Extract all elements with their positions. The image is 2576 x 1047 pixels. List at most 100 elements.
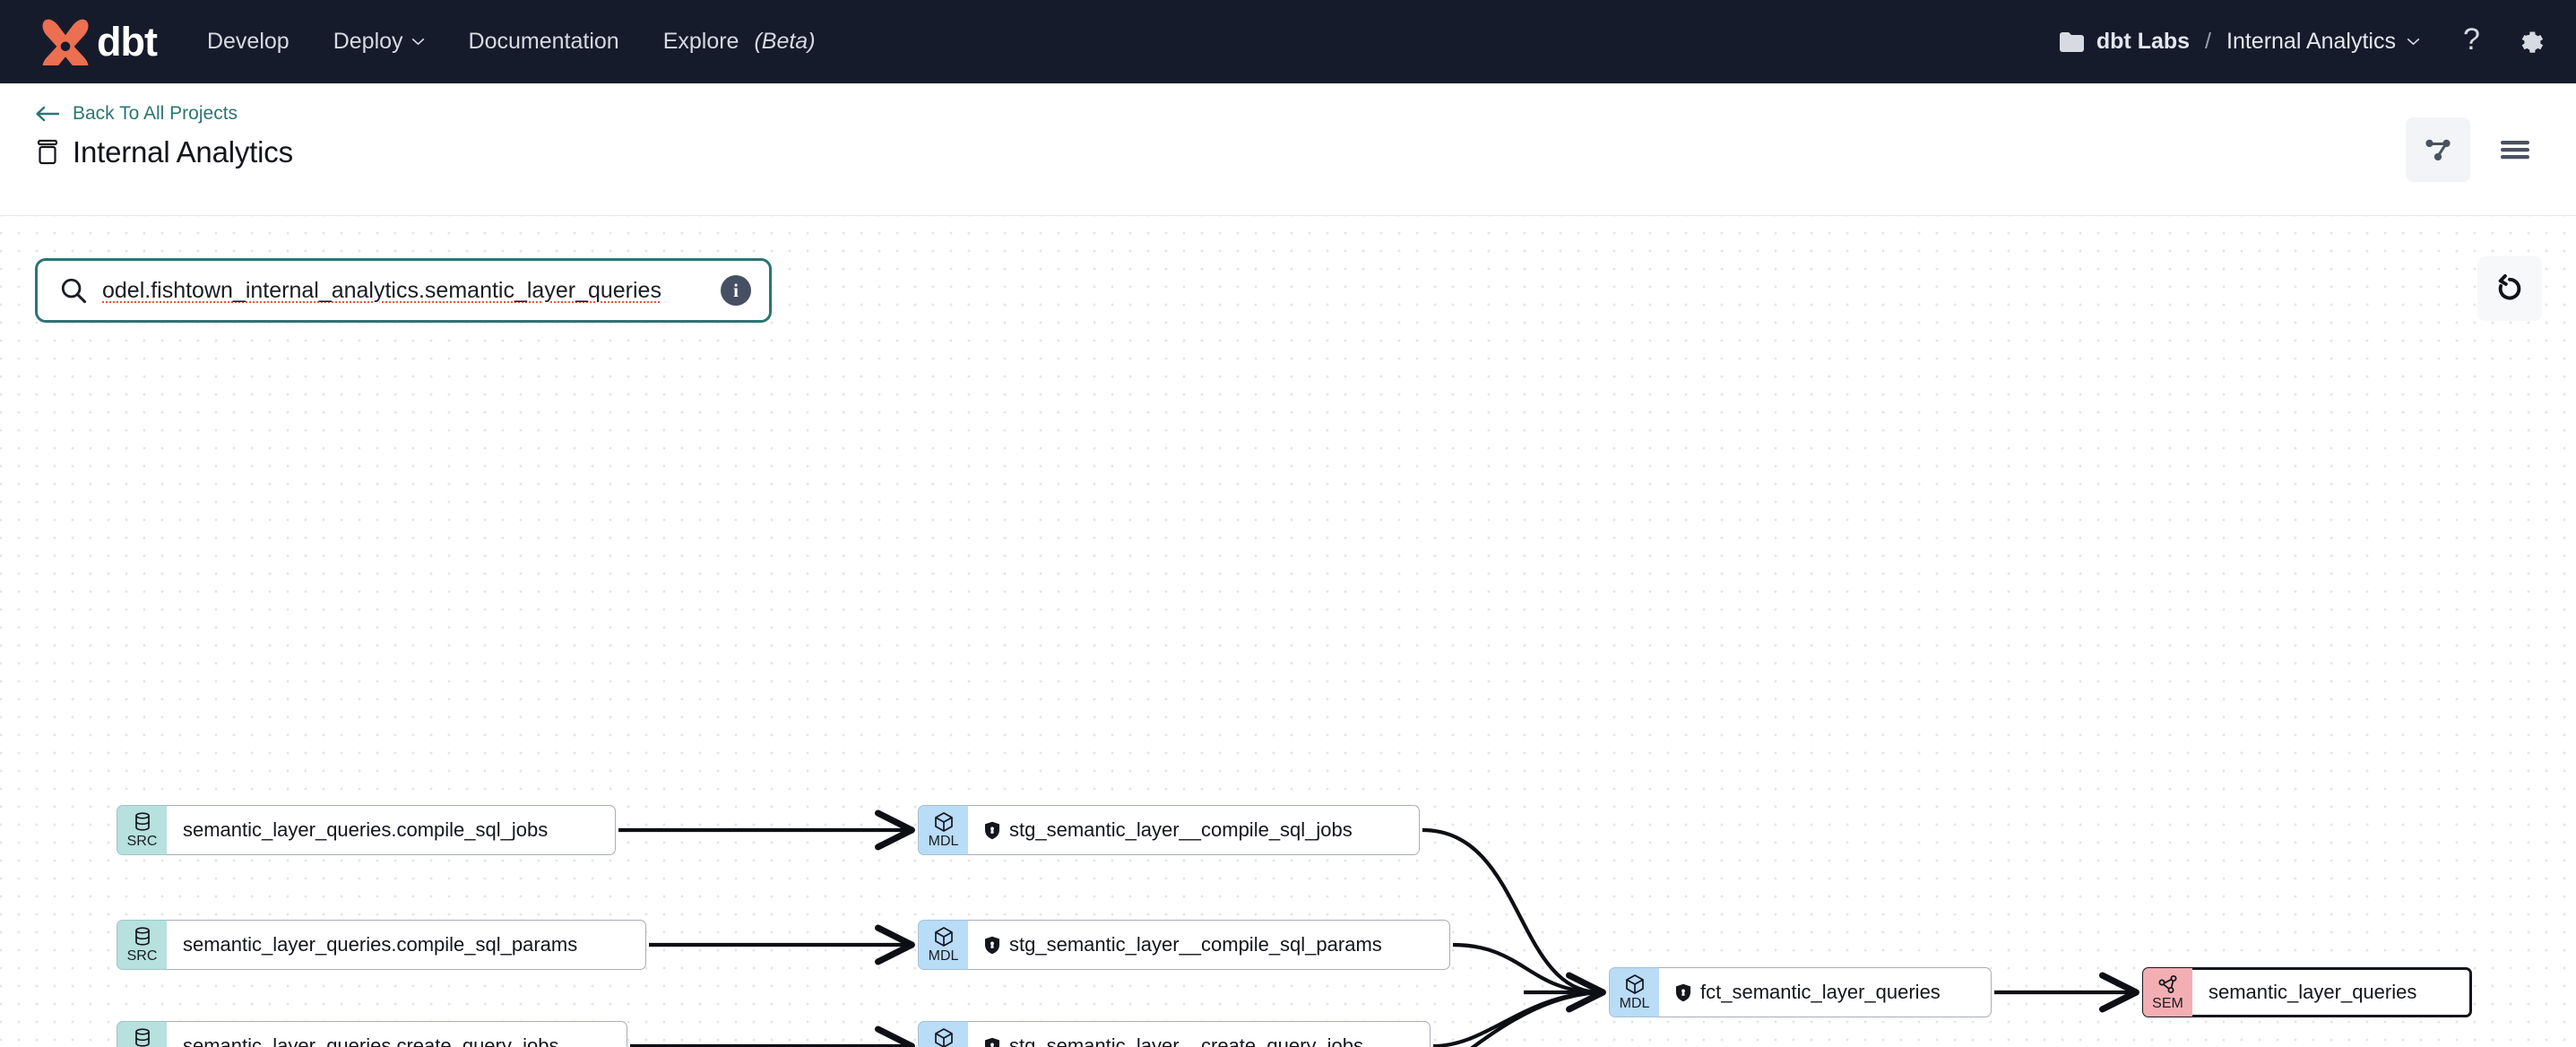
graph-node-src3[interactable]: SRC semantic_layer_queries.create_query_j… [117, 1021, 627, 1047]
node-access-shield [984, 821, 1000, 840]
graph-node-fct1[interactable]: MDL fct_semantic_layer_queries [1609, 967, 1992, 1017]
folder-icon [2059, 31, 2084, 52]
edge-mdl2-fct1 [1452, 942, 1601, 995]
node-body[interactable]: semantic_layer_queries [2192, 967, 2472, 1017]
list-view-button[interactable] [2483, 117, 2547, 182]
node-body[interactable]: fct_semantic_layer_queries [1659, 967, 1992, 1017]
node-type-label: SRC [126, 948, 158, 964]
node-type-badge-mdl: MDL [918, 805, 968, 855]
shield-lock-icon [985, 1037, 999, 1047]
node-type-badge-src: SRC [117, 805, 167, 855]
database-cylinder-icon [134, 812, 150, 831]
node-body[interactable]: semantic_layer_queries.compile_sql_param… [167, 920, 646, 970]
node-type-label: SRC [126, 834, 158, 849]
page-header: Back To All Projects Internal Analytics [0, 83, 2576, 216]
breadcrumb-organization[interactable]: dbt Labs [2059, 29, 2190, 55]
search-icon [61, 278, 87, 304]
node-type-badge-sem: SEM [2142, 967, 2192, 1017]
page-title: Internal Analytics [73, 135, 293, 169]
header-view-tools [2406, 117, 2547, 182]
node-type-badge-mdl: MDL [918, 920, 968, 970]
breadcrumb-project-selector[interactable]: Internal Analytics [2226, 29, 2420, 55]
semantic-network-icon [2158, 975, 2176, 993]
hamburger-list-icon [2501, 141, 2529, 160]
lineage-canvas[interactable]: odel.fishtown_internal_analytics.semanti… [0, 216, 2576, 1047]
dbt-x-mark-icon [42, 19, 89, 65]
search-info-icon[interactable]: i [721, 275, 751, 306]
question-mark-icon: ? [2463, 22, 2480, 56]
node-label: fct_semantic_layer_queries [1700, 981, 1941, 1003]
node-label: semantic_layer_queries.compile_sql_param… [183, 933, 578, 956]
graph-node-mdl2[interactable]: MDL stg_semantic_layer__compile_sql_param… [918, 920, 1450, 970]
chevron-down-icon [2407, 38, 2420, 46]
dbt-logo[interactable]: dbt [39, 19, 158, 65]
search-input[interactable]: odel.fishtown_internal_analytics.semanti… [102, 277, 661, 303]
node-label: stg_semantic_layer__compile_sql_params [1009, 933, 1382, 956]
database-cylinder-icon [134, 1028, 150, 1047]
graph-node-src1[interactable]: SRC semantic_layer_queries.compile_sql_jo… [117, 805, 616, 855]
breadcrumb-project-label: Internal Analytics [2226, 29, 2396, 54]
cube-model-icon [1625, 974, 1644, 994]
database-cylinder-icon [134, 927, 150, 946]
reset-view-button[interactable] [2477, 256, 2542, 321]
back-to-all-projects-link[interactable]: Back To All Projects [36, 103, 238, 125]
node-label: semantic_layer_queries.compile_sql_jobs [183, 818, 549, 841]
node-label: stg_semantic_layer__compile_sql_jobs [1009, 818, 1353, 841]
gear-icon[interactable] [2513, 24, 2544, 59]
dbt-wordmark: dbt [97, 19, 158, 65]
help-icon[interactable]: ? [2463, 22, 2486, 61]
node-body[interactable]: stg_semantic_layer__compile_sql_jobs [968, 805, 1420, 855]
nav-explore[interactable]: Explore (Beta) [662, 29, 816, 54]
nav-deploy[interactable]: Deploy [333, 29, 425, 55]
edge-mdl4-fct1 [1470, 990, 1601, 1047]
cube-model-icon [934, 1028, 953, 1047]
node-type-label: SEM [2152, 996, 2183, 1011]
graph-node-mdl3[interactable]: MDL stg_semantic_layer__create_query_jobs [918, 1021, 1431, 1047]
graph-node-src2[interactable]: SRC semantic_layer_queries.compile_sql_pa… [117, 920, 646, 970]
node-body[interactable]: stg_semantic_layer__compile_sql_params [968, 920, 1450, 970]
back-link-label: Back To All Projects [73, 103, 238, 124]
node-type-badge-mdl: MDL [918, 1021, 968, 1047]
node-type-label: MDL [928, 948, 959, 964]
node-access-shield [984, 1037, 1000, 1047]
breadcrumb-org-label: dbt Labs [2096, 29, 2191, 54]
breadcrumb-separator: / [2205, 29, 2211, 54]
project-title-row: Internal Analytics [36, 135, 2540, 169]
cube-model-icon [934, 927, 953, 947]
node-type-badge-src: SRC [117, 920, 167, 970]
svg-text:?: ? [2463, 22, 2480, 56]
node-label: stg_semantic_layer__create_query_jobs [1009, 1034, 1364, 1047]
lineage-graph: SRC semantic_layer_queries.compile_sql_jo… [0, 216, 2576, 1047]
node-access-shield [984, 936, 1000, 955]
shield-lock-icon [985, 936, 999, 954]
node-type-badge-src: SRC [117, 1021, 167, 1047]
node-body[interactable]: semantic_layer_queries.create_query_jobs [167, 1021, 627, 1047]
node-type-label: MDL [1619, 996, 1650, 1011]
chevron-down-icon [411, 38, 424, 46]
nav-right-cluster: dbt Labs / Internal Analytics ? [2059, 22, 2544, 61]
node-access-shield [1675, 983, 1691, 1002]
lineage-edges [618, 809, 2139, 1047]
graph-node-sem1[interactable]: SEM semantic_layer_queries [2142, 967, 2472, 1017]
main-nav-links: Develop Deploy Documentation Explore (Be… [207, 29, 816, 55]
lineage-graph-icon [2425, 139, 2451, 161]
node-body[interactable]: semantic_layer_queries.compile_sql_jobs [167, 805, 616, 855]
arrow-left-icon [36, 106, 59, 122]
shield-lock-icon [1676, 983, 1690, 1001]
nav-develop[interactable]: Develop [206, 29, 290, 54]
reset-rotate-icon [2498, 273, 2521, 300]
lineage-view-button[interactable] [2406, 117, 2470, 182]
node-type-badge-mdl: MDL [1609, 967, 1659, 1017]
explore-beta-tag: (Beta) [754, 29, 816, 54]
nav-documentation[interactable]: Documentation [468, 29, 619, 54]
project-archive-icon [37, 139, 58, 165]
node-type-label: MDL [928, 834, 959, 849]
graph-node-mdl1[interactable]: MDL stg_semantic_layer__compile_sql_jobs [918, 805, 1420, 855]
node-label: semantic_layer_queries.create_query_jobs [183, 1034, 559, 1047]
search-bar[interactable]: odel.fishtown_internal_analytics.semanti… [35, 258, 772, 323]
shield-lock-icon [985, 821, 999, 839]
node-label: semantic_layer_queries [2209, 981, 2417, 1003]
node-body[interactable]: stg_semantic_layer__create_query_jobs [968, 1021, 1431, 1047]
cube-model-icon [934, 812, 953, 832]
top-navigation-bar: dbt Develop Deploy Documentation Explore… [0, 0, 2576, 83]
